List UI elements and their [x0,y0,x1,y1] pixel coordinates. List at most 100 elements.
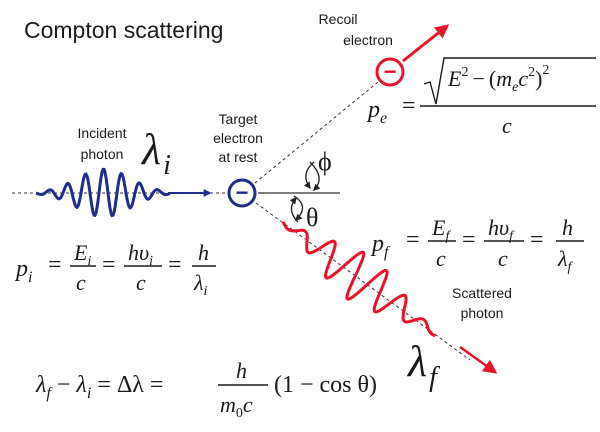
shift-lhs: λf−λi=Δλ= [35,372,163,402]
shift-lambda-i-sub: i [87,385,91,402]
shift-lambda-i: λ [75,372,86,398]
scattered-label-line2: photon [461,305,504,321]
pe-E: E [447,66,462,91]
pe-numerator: E2−(mec2)2 [447,63,549,95]
pf-f2-num: hυf [488,215,515,244]
pf-f1-num: Ef [431,215,451,244]
pf-f2-sub: f [509,229,515,244]
pi-f3-den: λi [193,270,208,299]
pe-outer-sup: 2 [542,63,549,78]
recoil-electron-sign: − [384,59,397,84]
pf-f3-lambda: λ [557,246,568,271]
pe-m: m [496,66,512,91]
scattered-label-line1: Scattered [452,285,512,301]
pf-f3-num: h [562,215,573,240]
pe-denominator: c [502,113,512,138]
pi-eq3: = [168,252,182,278]
target-electron-sign: − [236,180,249,205]
pi-f1-num: Ei [73,240,91,269]
pf-sub: f [384,244,391,261]
pe-sub: e [380,110,387,127]
equation-compton-shift: λf−λi=Δλ= h m0c (1 − cos θ) [35,358,377,421]
pf-eq2: = [462,227,476,253]
pi-f2-sub: i [149,254,153,269]
target-label-line1: Target [219,111,258,127]
shift-den: m0c [220,392,253,421]
incident-label-line2: photon [81,146,124,162]
shift-delta-lambda: Δλ [117,372,144,398]
shift-m: m [220,392,236,417]
pi-p: p [14,256,28,282]
pi-f2-num: hυi [128,240,153,269]
equation-pi: pi = Ei c = hυi c = h λi [14,240,216,299]
lambda-i-symbol: λi [140,125,171,181]
pi-f2-den: c [136,270,146,295]
incident-photon-wave [35,167,171,218]
shift-m-sub: 0 [236,406,243,421]
pi-f1-sub: i [87,254,91,269]
shift-num: h [236,358,247,383]
recoil-label-line2: electron [343,32,393,48]
incident-label-line1: Incident [77,125,126,141]
lambda-f-symbol: λf [406,337,440,393]
pi-f3-lambda: λ [193,270,204,295]
pi-f2-hv: hυ [128,240,149,265]
pi-f1-den: c [76,270,86,295]
shift-lambda-f-sub: f [46,385,53,402]
recoil-electron [375,57,405,87]
scattered-path-line [255,202,471,361]
shift-eq2: = [150,372,164,398]
shift-tail: (1 − cos θ) [274,372,377,398]
shift-lambda-f: λ [35,372,46,398]
pe-paren-open: ( [489,66,496,91]
diagram-title: Compton scattering [24,17,223,43]
lambda-f-letter: λ [406,337,427,386]
pi-sub: i [28,269,32,286]
pf-f2-den: c [498,246,508,271]
pf-eq3: = [530,227,544,253]
pe-lhs: pe [366,97,387,127]
pi-f3-num: h [198,240,209,265]
pe-p: p [366,97,380,123]
pf-f1-den: c [436,246,446,271]
pe-equals: = [402,93,416,119]
pe-E-sup: 2 [461,65,468,80]
target-electron [227,178,257,208]
shift-eq1: = [97,372,111,398]
pe-minus: − [472,66,484,91]
recoil-label-line1: Recoil [319,11,358,27]
phi-angle-arrow-2 [303,161,315,190]
pi-f3-sub: i [204,284,208,299]
lambda-f-subscript: f [429,362,440,393]
pf-f1-sub: f [445,229,451,244]
phi-angle-arrow [309,161,321,191]
pe-c-sup: 2 [528,65,535,80]
pi-eq1: = [48,252,62,278]
equation-pf: pf = Ef c = hυf c = h λf [370,215,584,275]
pe-paren-close: ) [535,66,542,91]
lambda-i-letter: λ [140,125,161,174]
pf-f3-sub: f [568,260,574,275]
theta-angle-arrow-2 [289,196,299,223]
pf-f2-hv: hυ [488,215,509,240]
pf-eq1: = [406,227,420,253]
pi-lhs: pi [14,256,32,286]
pf-f1-E: E [431,215,446,240]
target-label-line3: at rest [219,149,258,165]
pe-sqrt-sign [423,57,596,105]
lambda-i-subscript: i [163,150,171,181]
theta-symbol: θ [306,203,318,232]
pe-m-sub: e [512,80,518,95]
shift-c: c [243,392,253,417]
recoil-path-line [254,81,379,184]
recoil-arrow [402,24,450,63]
target-label-line2: electron [213,130,263,146]
equation-pe: pe = E2−(mec2)2 c [366,57,596,138]
pf-lhs: pf [370,231,391,261]
pf-f3-den: λf [557,246,574,275]
pe-c: c [518,66,528,91]
phi-symbol: ϕ [318,147,332,176]
pi-f1-E: E [73,240,88,265]
